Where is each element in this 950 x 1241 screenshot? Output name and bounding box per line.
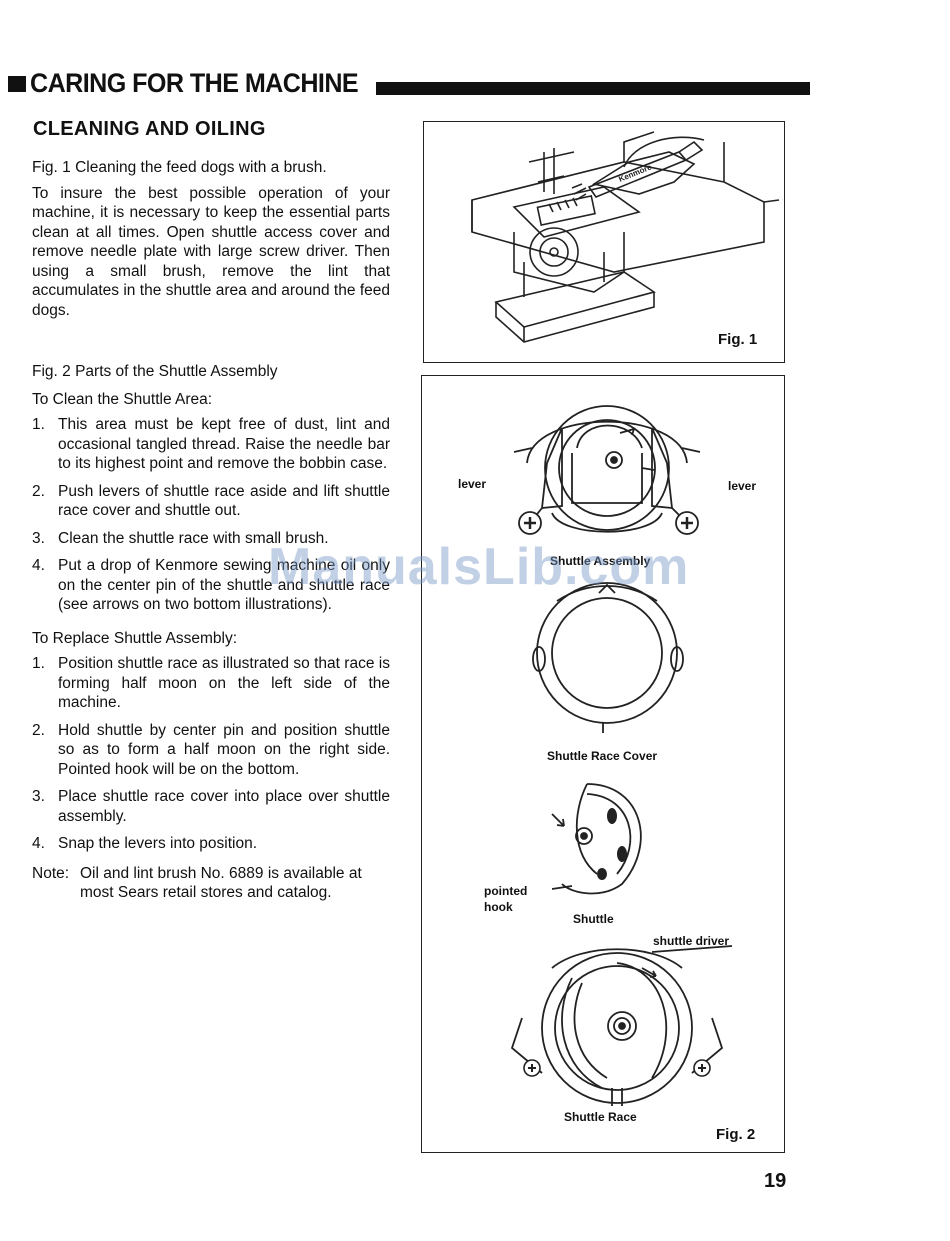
shuttle-race-label: Shuttle Race — [564, 1110, 637, 1124]
page-header: CARING FOR THE MACHINE — [8, 68, 810, 98]
clean-step-3: 3. Clean the shuttle race with small bru… — [32, 529, 390, 549]
clean-heading: To Clean the Shuttle Area: — [32, 390, 213, 408]
fig1-body: To insure the best possible operation of… — [32, 184, 390, 319]
figure-1-label: Fig. 1 — [718, 331, 758, 348]
note: Note: Oil and lint brush No. 6889 is ava… — [32, 864, 390, 903]
figure-2-label: Fig. 2 — [716, 1126, 756, 1143]
shuttle-race-cover-illustration — [532, 582, 684, 733]
shuttle-race-illustration — [510, 945, 732, 1106]
step-number: 2. — [32, 482, 45, 500]
replace-heading: To Replace Shuttle Assembly: — [32, 629, 238, 647]
pointed-hook-label-line1: pointed — [484, 884, 528, 898]
clean-step-2: 2. Push levers of shuttle race aside and… — [32, 482, 390, 521]
note-text: Oil and lint brush No. 6889 is available… — [80, 864, 362, 902]
shuttle-driver-label: shuttle driver — [653, 934, 730, 948]
page-number: 19 — [764, 1170, 787, 1192]
shuttle-assembly-label: Shuttle Assembly — [550, 554, 651, 568]
fig1-caption: Fig. 1 Cleaning the feed dogs with a bru… — [32, 159, 327, 176]
header-square-bullet — [8, 76, 26, 92]
step-text: Push levers of shuttle race aside and li… — [58, 482, 390, 520]
step-text: This area must be kept free of dust, lin… — [58, 416, 390, 472]
header-rule — [376, 82, 810, 95]
step-text: Put a drop of Kenmore sewing machine oil… — [58, 557, 390, 613]
step-text: Position shuttle race as illustrated so … — [58, 655, 390, 711]
clean-step-4: 4. Put a drop of Kenmore sewing machine … — [32, 556, 390, 615]
step-number: 1. — [32, 416, 45, 433]
shuttle-assembly-illustration — [513, 405, 701, 535]
figure-1: Kenmore Fig. 1 — [423, 121, 785, 363]
page-title: CARING FOR THE MACHINE — [30, 68, 359, 98]
lever-right-label: lever — [728, 479, 757, 493]
replace-step-1: 1. Position shuttle race as illustrated … — [32, 654, 390, 713]
shuttle-race-cover-label: Shuttle Race Cover — [547, 749, 658, 763]
shuttle-label: Shuttle — [573, 912, 614, 926]
step-number: 3. — [32, 529, 45, 547]
step-text: Clean the shuttle race with small brush. — [58, 529, 329, 547]
fig2-caption: Fig. 2 Parts of the Shuttle Assembly — [32, 363, 278, 380]
section-title: CLEANING AND OILING — [33, 118, 266, 140]
step-number: 2. — [32, 721, 45, 739]
step-number: 4. — [32, 557, 45, 574]
step-text: Snap the levers into position. — [58, 835, 258, 852]
step-number: 3. — [32, 788, 45, 805]
sewing-machine-illustration: Kenmore — [471, 131, 780, 343]
step-number: 4. — [32, 835, 45, 852]
clean-step-1: 1. This area must be kept free of dust, … — [32, 415, 390, 474]
replace-step-3: 3. Place shuttle race cover into place o… — [32, 787, 390, 826]
step-text: Hold shuttle by center pin and position … — [58, 721, 390, 778]
fig2-text-block: Fig. 2 Parts of the Shuttle Assembly To … — [32, 362, 390, 903]
lever-left-label: lever — [458, 477, 487, 491]
pointed-hook-label-line2: hook — [484, 900, 513, 914]
step-number: 1. — [32, 655, 45, 672]
shuttle-illustration — [551, 783, 642, 895]
fig1-text-block: Fig. 1 Cleaning the feed dogs with a bru… — [32, 158, 390, 320]
step-text: Place shuttle race cover into place over… — [58, 788, 390, 825]
figure-2: lever lever Shuttle Assembly Shuttle Rac… — [421, 375, 785, 1153]
replace-step-4: 4. Snap the levers into position. — [32, 834, 390, 854]
note-label: Note: — [32, 864, 70, 882]
watermark: ManualsLib.com — [268, 538, 690, 596]
replace-step-2: 2. Hold shuttle by center pin and positi… — [32, 721, 390, 780]
